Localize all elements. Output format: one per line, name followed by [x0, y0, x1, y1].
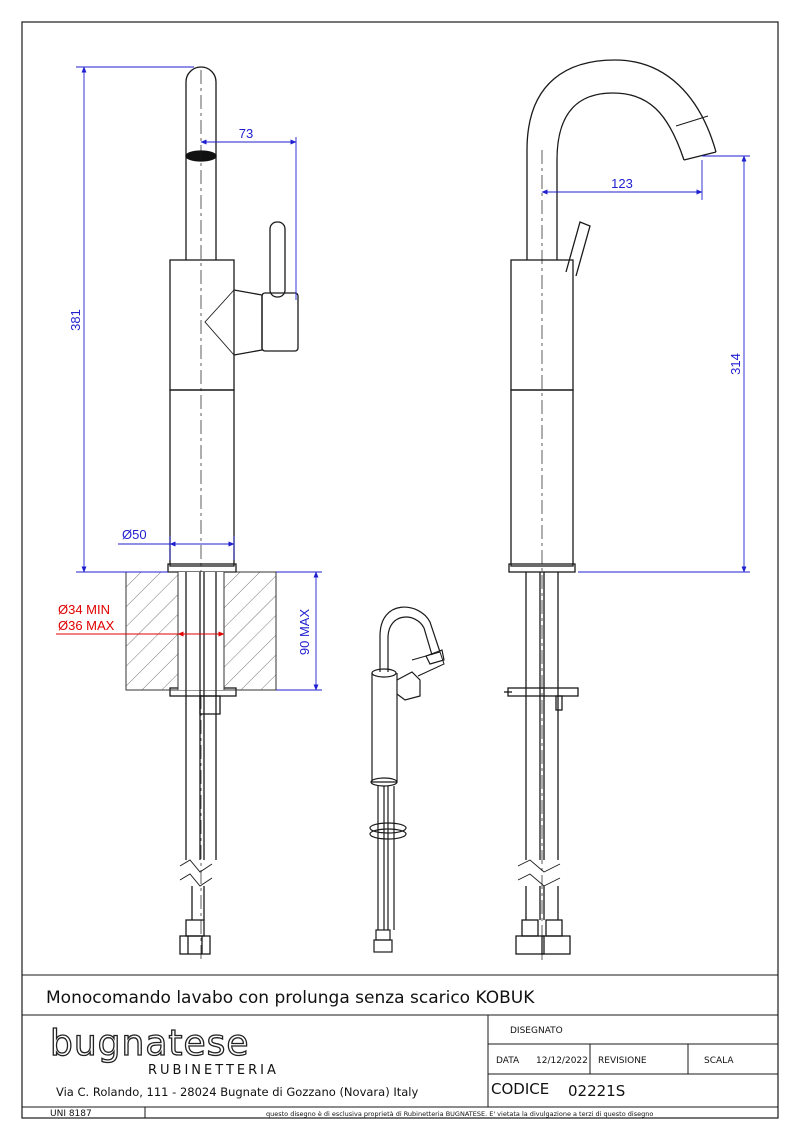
company-address: Via C. Rolando, 111 - 28024 Bugnate di G…: [56, 1085, 418, 1099]
standard-label: UNI 8187: [50, 1109, 92, 1119]
dim-hole-max: Ø36 MAX: [58, 618, 115, 633]
date-label: DATA: [496, 1056, 520, 1066]
deck-section: [125, 571, 277, 691]
front-dimensions: [76, 66, 322, 691]
dim-hole-min: Ø34 MIN: [58, 602, 110, 617]
iso-view: [369, 606, 445, 953]
side-view: [504, 59, 717, 955]
revision-label: REVISIONE: [598, 1056, 647, 1066]
code-value: 02221S: [568, 1082, 625, 1100]
dim-spout-height: 314: [728, 353, 743, 375]
scale-label: SCALA: [704, 1056, 734, 1066]
brand-logo: bugnatese: [50, 1023, 250, 1064]
title-block: [22, 974, 778, 1118]
dim-deck-thickness: 90 MAX: [297, 609, 312, 656]
date-value: 12/12/2022: [536, 1056, 588, 1066]
drawn-label: DISEGNATO: [510, 1026, 563, 1036]
dim-spout-reach-front: 73: [239, 126, 253, 141]
ownership-disclaimer: questo disegno è di esclusiva proprietà …: [266, 1110, 653, 1118]
brand-subtitle: RUBINETTERIA: [148, 1063, 279, 1078]
drawing-title: Monocomando lavabo con prolunga senza sc…: [46, 988, 535, 1008]
dim-base-diameter: Ø50: [122, 527, 147, 542]
sheet-border: [21, 21, 779, 1119]
dim-spout-reach-side: 123: [611, 176, 633, 191]
front-view: [167, 66, 299, 955]
code-label: CODICE: [491, 1080, 549, 1098]
side-dimensions: [541, 155, 750, 573]
dim-overall-height: 381: [68, 309, 83, 331]
